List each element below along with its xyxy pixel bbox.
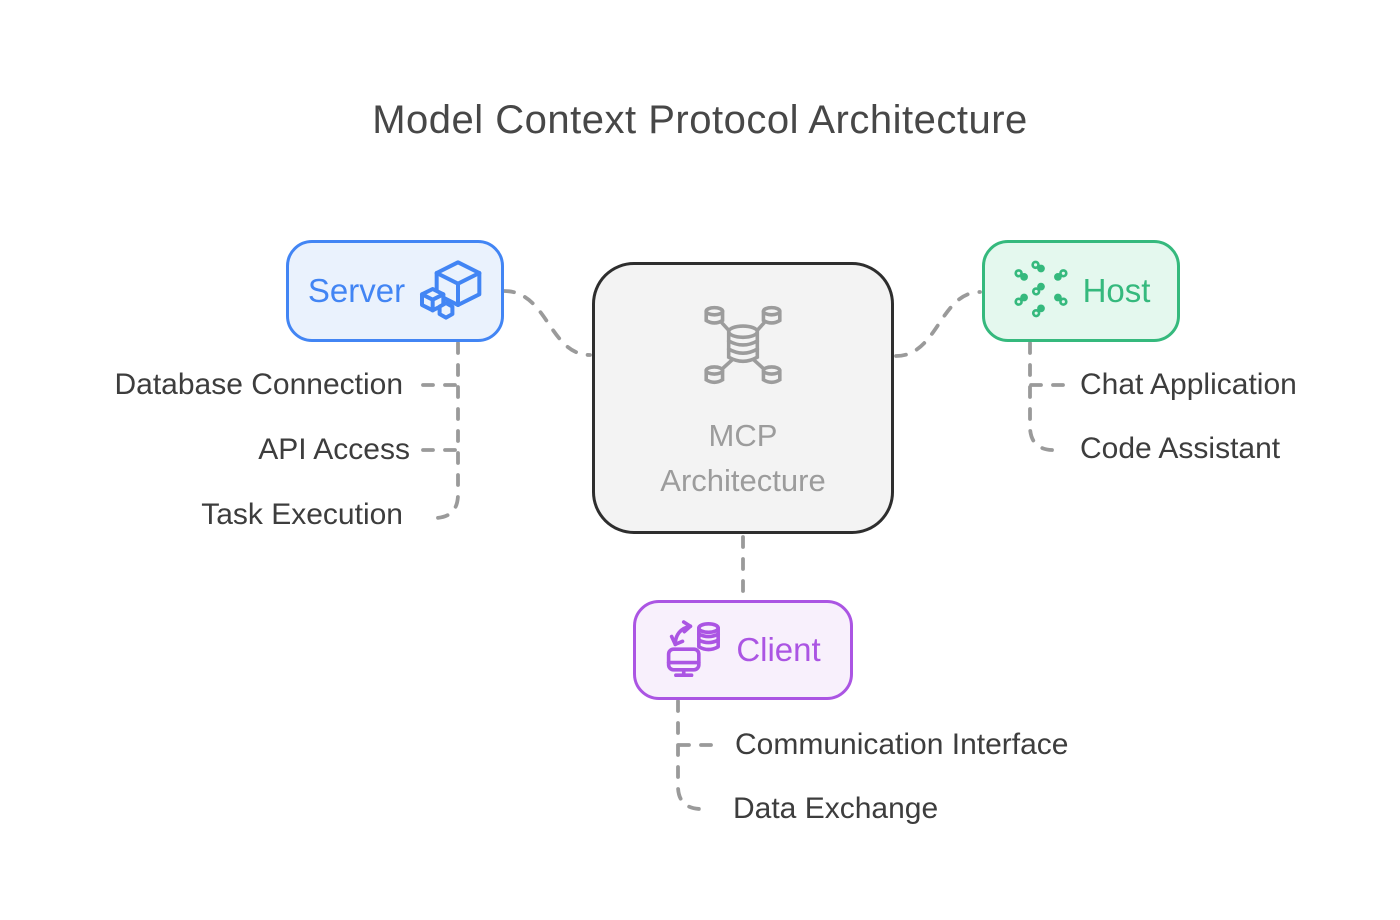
feature-communication-interface: Communication Interface <box>735 728 1069 761</box>
feature-database-connection: Database Connection <box>114 368 403 401</box>
server-center-connector <box>502 289 592 357</box>
network-nodes-icon <box>1012 260 1070 323</box>
server-node: Server <box>286 240 504 342</box>
database-cluster-icon <box>697 301 789 398</box>
client-features-trunk <box>676 699 702 811</box>
feature-code-assistant: Code Assistant <box>1080 432 1281 465</box>
feature-data-exchange: Data Exchange <box>733 792 939 825</box>
mcp-architecture-label: MCP Architecture <box>660 418 826 498</box>
center-host-connector <box>894 290 982 358</box>
client-node: Client <box>633 600 853 700</box>
package-cube-icon <box>418 257 482 326</box>
host-features-trunk <box>1028 341 1054 452</box>
diagram-title: Model Context Protocol Architecture <box>372 98 1028 142</box>
host-node-label: Host <box>1082 272 1151 309</box>
host-node: Host <box>982 240 1180 342</box>
server-node-label: Server <box>307 272 406 309</box>
feature-task-execution: Task Execution <box>201 498 403 531</box>
feature-api-access: API Access <box>258 433 410 466</box>
feature-chat-application: Chat Application <box>1080 368 1297 401</box>
client-node-label: Client <box>736 631 821 668</box>
server-features-trunk <box>434 341 460 520</box>
data-sync-icon <box>665 619 723 682</box>
mcp-architecture-node: MCP Architecture <box>592 262 894 534</box>
